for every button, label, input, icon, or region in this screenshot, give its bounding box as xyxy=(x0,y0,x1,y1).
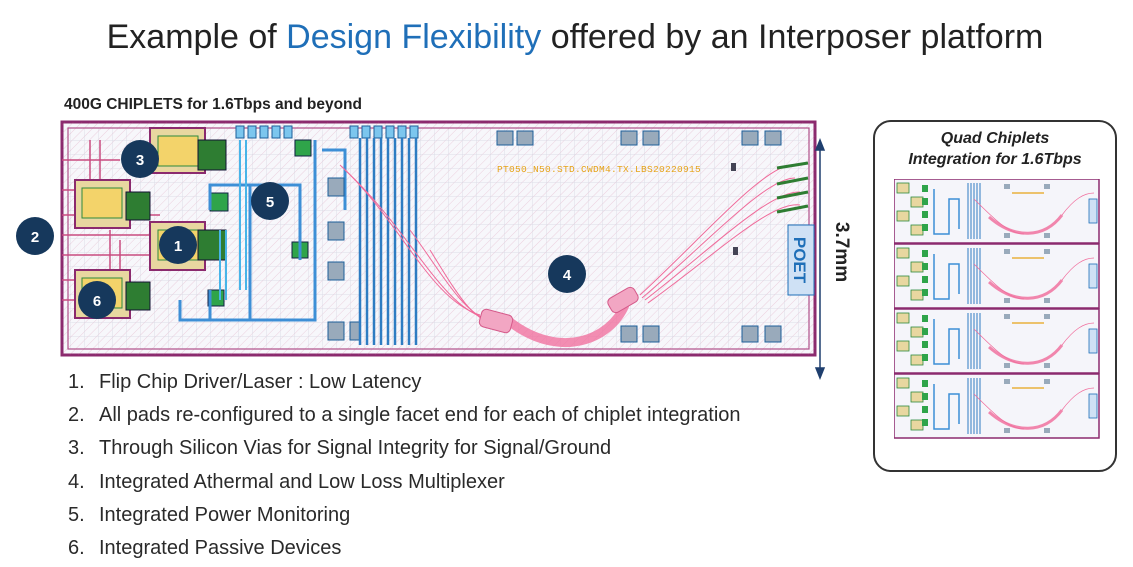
quad-chiplet-2 xyxy=(894,243,1100,309)
svg-text:6: 6 xyxy=(93,293,101,310)
quad-chiplet-1 xyxy=(894,179,1100,244)
waveguides xyxy=(339,164,801,326)
quad-chiplet-4 xyxy=(894,373,1100,439)
feature-item: 5.Integrated Power Monitoring xyxy=(68,503,351,526)
svg-text:2: 2 xyxy=(31,229,39,246)
svg-text:5: 5 xyxy=(266,194,274,211)
panel-title: Quad Chiplets Integration for 1.6Tbps xyxy=(875,128,1115,170)
callout-3: 3 xyxy=(121,140,159,178)
feature-item: 6.Integrated Passive Devices xyxy=(68,536,342,559)
quad-chiplet-3 xyxy=(894,308,1100,374)
callout-6: 6 xyxy=(78,281,116,319)
title-suffix: offered by an Interposer platform xyxy=(541,18,1044,56)
top-pad-row xyxy=(235,125,419,139)
feature-item: 3.Through Silicon Vias for Signal Integr… xyxy=(68,437,612,460)
dimension-arrow xyxy=(814,137,826,381)
dimension-label-wrap: 3.7mm xyxy=(826,212,856,292)
chiplet-heading: 400G CHIPLETS for 1.6Tbps and beyond xyxy=(64,96,362,113)
right-pads xyxy=(496,130,782,343)
cyan-bus-lines xyxy=(219,140,247,300)
title-highlight: Design Flexibility xyxy=(286,18,542,56)
quad-chiplet-panel: Quad Chiplets Integration for 1.6Tbps xyxy=(873,120,1117,472)
chip-part-number: PT050_N50.STD.CWDM4.TX.LBS20220915 xyxy=(497,164,701,175)
callout-1: 1 xyxy=(159,226,197,264)
callouts: 1 2 3 4 5 6 xyxy=(16,140,586,319)
svg-text:3: 3 xyxy=(136,152,144,169)
dimension-label: 3.7mm xyxy=(831,221,852,283)
feature-list: 1.Flip Chip Driver/Laser : Low Latency 2… xyxy=(68,368,741,567)
svg-text:POET: POET xyxy=(790,237,809,284)
page-title: Example of Design Flexibility offered by… xyxy=(0,18,1133,57)
svg-text:4: 4 xyxy=(563,267,572,284)
callout-5: 5 xyxy=(251,182,289,220)
title-prefix: Example of xyxy=(106,18,287,56)
vertical-bus xyxy=(358,138,418,345)
panel-title-line1: Quad Chiplets xyxy=(940,130,1050,147)
feature-item: 1.Flip Chip Driver/Laser : Low Latency xyxy=(68,371,422,393)
multiplexer-waveguide xyxy=(507,303,630,348)
output-fibers xyxy=(776,161,809,214)
poet-logo: POET xyxy=(787,224,815,296)
panel-title-line2: Integration for 1.6Tbps xyxy=(908,151,1082,168)
svg-text:1: 1 xyxy=(174,238,182,255)
feature-item: 4.Integrated Athermal and Low Loss Multi… xyxy=(68,470,505,493)
feature-item: 2.All pads re-configured to a single fac… xyxy=(68,404,741,427)
callout-2: 2 xyxy=(16,217,54,255)
callout-4: 4 xyxy=(548,255,586,293)
chiplet-layout-diagram: PT050_N50.STD.CWDM4.TX.LBS20220915 POET … xyxy=(16,120,826,381)
quad-chiplet-diagram xyxy=(894,179,1100,439)
